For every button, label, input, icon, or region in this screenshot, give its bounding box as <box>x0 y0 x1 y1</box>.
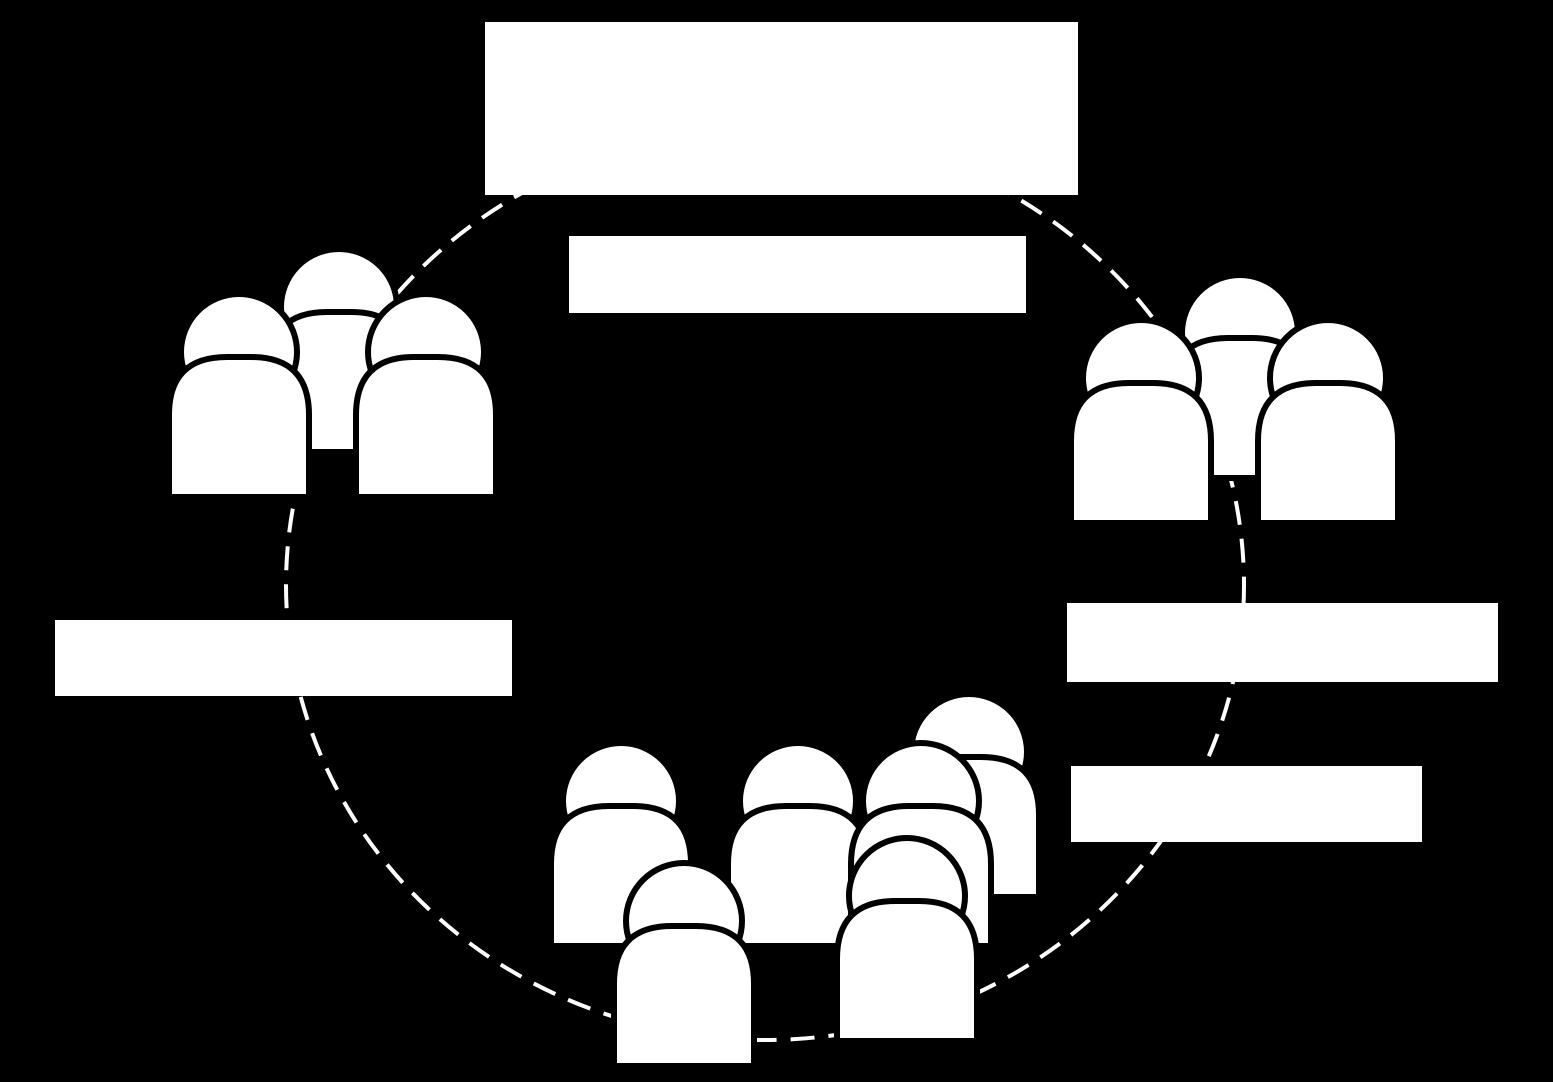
top-subtitle-box <box>569 236 1026 313</box>
left-label-box <box>55 620 512 696</box>
top-title-box <box>485 22 1078 195</box>
cycle-dashed-connector <box>284 128 1246 1042</box>
right-lower-label-box <box>1071 766 1422 842</box>
right-upper-label-box <box>1067 603 1498 682</box>
